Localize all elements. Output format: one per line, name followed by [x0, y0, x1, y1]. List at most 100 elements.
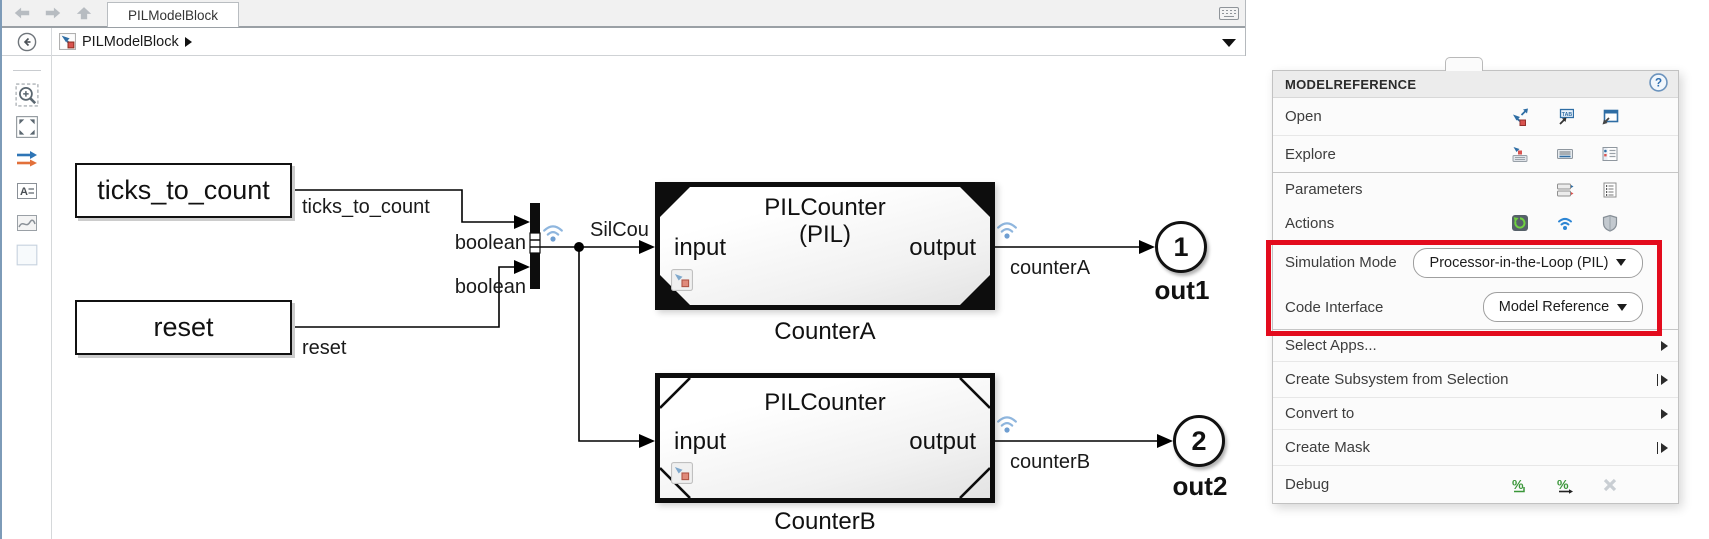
- keyboard-shortcuts-button[interactable]: [1219, 7, 1239, 25]
- zoom-to-region-button[interactable]: [13, 81, 41, 109]
- tab-bar: PILModelBlock: [2, 0, 1245, 28]
- svg-text:A: A: [20, 186, 28, 198]
- bus-creator-block[interactable]: [529, 203, 541, 289]
- field-label: Code Interface: [1285, 298, 1384, 316]
- model-reference-badge-icon[interactable]: [671, 269, 693, 296]
- row-label: Parameters: [1285, 181, 1363, 198]
- model-block-counterA[interactable]: PILCounter (PIL) input output: [655, 182, 995, 310]
- property-inspector-icon[interactable]: [1601, 181, 1619, 199]
- model-reference-badge-icon[interactable]: [671, 462, 693, 489]
- back-button[interactable]: [13, 5, 31, 21]
- panel-handle[interactable]: [1445, 57, 1483, 71]
- hide-explorer-button[interactable]: [17, 32, 37, 52]
- back-arrow-icon: [14, 7, 30, 19]
- annotation-button[interactable]: A: [13, 177, 41, 205]
- image-button[interactable]: [13, 209, 41, 237]
- simulation-mode-dropdown[interactable]: Processor-in-the-Loop (PIL): [1413, 247, 1643, 278]
- open-in-new-tab-icon[interactable]: TAB: [1556, 108, 1575, 126]
- model-browser-icon[interactable]: [1511, 145, 1529, 163]
- fit-to-view-button[interactable]: [13, 113, 41, 141]
- normal-mode-visibility-icon[interactable]: %: [1511, 476, 1529, 494]
- outport-name-label: out1: [1154, 275, 1210, 305]
- area-button[interactable]: [13, 241, 41, 269]
- wire-branch-to-counterB: [578, 247, 639, 442]
- signal-logging-badge[interactable]: [543, 225, 563, 242]
- dropdown-value: Processor-in-the-Loop (PIL): [1429, 254, 1609, 271]
- referenced-files-icon[interactable]: [1601, 145, 1619, 163]
- model-block-counterB[interactable]: PILCounter input output: [655, 373, 995, 503]
- area-box-icon: [16, 244, 37, 266]
- menu-row-actions[interactable]: Actions: [1273, 206, 1678, 240]
- field-simulation-mode: Simulation Mode Processor-in-the-Loop (P…: [1273, 240, 1678, 285]
- forward-button[interactable]: [44, 5, 62, 21]
- split-bar-icon: [1656, 373, 1658, 386]
- up-button[interactable]: [75, 5, 93, 21]
- signal-name-label: reset: [302, 337, 347, 359]
- code-interface-dropdown[interactable]: Model Reference: [1483, 292, 1643, 322]
- row-label: Actions: [1285, 214, 1335, 232]
- tab-pilmodelblock[interactable]: PILModelBlock: [107, 2, 240, 27]
- annotation-icon: A: [16, 183, 37, 199]
- open-model-icon[interactable]: [1511, 108, 1529, 126]
- signal-wires: [292, 189, 1173, 448]
- circle-back-icon: [17, 32, 37, 51]
- menu-item-debug[interactable]: Debug % %: [1273, 465, 1678, 503]
- breadcrumb-chevron-icon: [184, 36, 192, 47]
- panel-body: MODELREFERENCE ? Open TAB Explore: [1272, 70, 1679, 504]
- block-title: PILCounter: [764, 389, 886, 416]
- inport-label: ticks_to_count: [97, 175, 270, 205]
- compare-signals-button[interactable]: [13, 145, 41, 173]
- svg-text:%: %: [1557, 477, 1569, 492]
- signal-logging-badge[interactable]: [997, 416, 1017, 433]
- inport-block-reset[interactable]: reset: [75, 300, 292, 355]
- wire-ticks-to-mux: [292, 189, 514, 223]
- menu-row-open[interactable]: Open TAB: [1273, 98, 1678, 135]
- outport-block-out2[interactable]: 2: [1173, 415, 1225, 467]
- open-in-new-window-icon[interactable]: [1601, 108, 1619, 126]
- model-explorer-icon[interactable]: [1556, 145, 1574, 163]
- image-icon: [16, 215, 37, 231]
- breadcrumb[interactable]: PILModelBlock: [59, 33, 192, 50]
- divider: [12, 70, 41, 71]
- menu-item-create-subsystem[interactable]: Create Subsystem from Selection: [1273, 361, 1678, 397]
- data-type-label: boolean: [454, 276, 526, 298]
- shield-icon[interactable]: [1601, 214, 1619, 232]
- chevron-down-icon: [1617, 303, 1628, 311]
- fit-view-icon: [15, 116, 38, 138]
- submenu-arrow-icon: [1661, 340, 1668, 351]
- row-label: Explore: [1285, 145, 1336, 163]
- menu-item-select-apps[interactable]: Select Apps...: [1273, 329, 1678, 361]
- outport-block-out1[interactable]: 1: [1155, 221, 1207, 273]
- model-editor-window: PILModelBlock PILModelBlock: [0, 0, 1247, 539]
- menu-row-parameters[interactable]: Parameters: [1273, 172, 1678, 206]
- svg-text:%: %: [1512, 477, 1524, 492]
- corner-marks: [660, 378, 990, 498]
- breadcrumb-dropdown-caret[interactable]: [1222, 39, 1236, 47]
- signal-logging-badge[interactable]: [997, 222, 1017, 239]
- submenu-arrow-icon: [1661, 442, 1668, 453]
- breadcrumb-label: PILModelBlock: [82, 33, 179, 50]
- signal-name-label: counterA: [1010, 257, 1091, 279]
- output-port-label: output: [909, 428, 976, 455]
- forward-arrow-icon: [45, 7, 61, 19]
- divider: [51, 28, 52, 56]
- two-arrows-icon: [16, 151, 37, 167]
- block-parameters-icon[interactable]: [1556, 181, 1574, 199]
- port-value-display-icon[interactable]: %: [1556, 476, 1574, 494]
- refresh-icon[interactable]: [1511, 214, 1529, 232]
- menu-item-convert-to[interactable]: Convert to: [1273, 397, 1678, 429]
- submenu-arrow-icon: [1661, 374, 1668, 385]
- menu-row-explore[interactable]: Explore: [1273, 135, 1678, 172]
- log-signals-icon[interactable]: [1556, 214, 1574, 232]
- outport-name-label: out2: [1172, 471, 1228, 501]
- menu-label: Debug: [1285, 476, 1330, 493]
- svg-text:?: ?: [1655, 76, 1662, 89]
- inport-block-ticks-to-count[interactable]: ticks_to_count: [75, 163, 292, 218]
- bus-signal-label: SilCou: [590, 219, 649, 241]
- menu-item-create-mask[interactable]: Create Mask: [1273, 429, 1678, 465]
- outport-number: 1: [1173, 231, 1189, 262]
- canvas[interactable]: ticks_to_count ticks_to_count reset rese…: [52, 56, 1247, 539]
- chevron-down-icon: [1616, 259, 1627, 266]
- row-label: Open: [1285, 108, 1322, 125]
- help-button[interactable]: ?: [1649, 72, 1668, 96]
